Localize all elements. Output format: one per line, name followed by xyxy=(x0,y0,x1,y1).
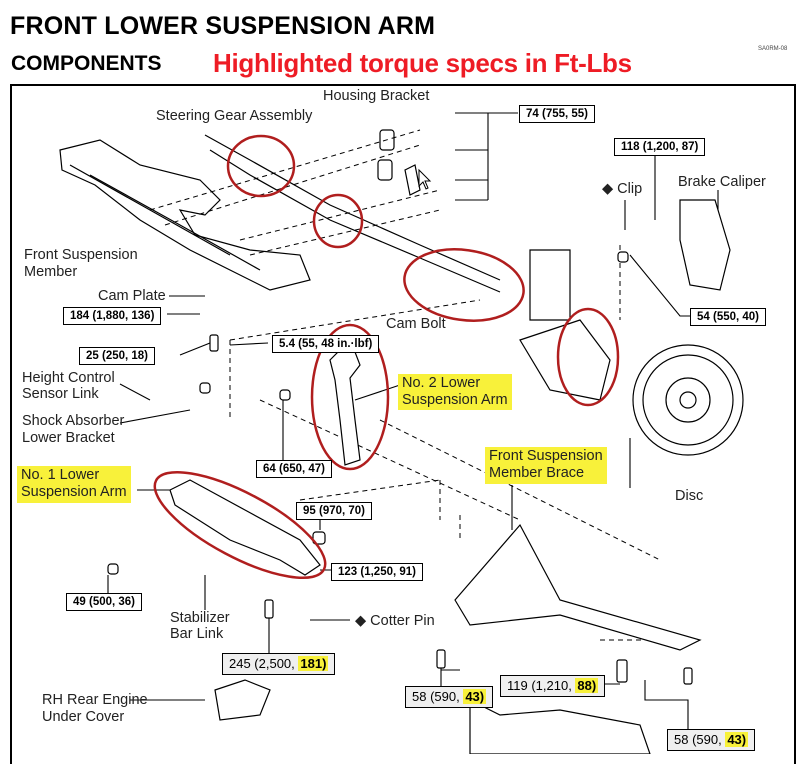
torque-spec-118: 118 (1,200, 87) xyxy=(614,138,706,156)
torque-spec-58-left-ftlbs: 43) xyxy=(463,689,487,704)
parts-drawing xyxy=(107,164,744,754)
label-shock-bracket-line1: Shock Absorber xyxy=(22,413,125,429)
label-front-suspension-member-line1: Front Suspension xyxy=(24,247,138,263)
leader-lines xyxy=(107,112,719,730)
label-member-brace: Front Suspension Member Brace xyxy=(485,447,607,484)
figure-code: SA0RM-08 xyxy=(758,46,788,52)
label-no1-lower-arm-line1: No. 1 Lower xyxy=(21,467,100,483)
torque-spec-58-right: 58 (590, 43) xyxy=(667,729,756,751)
circle-steering-mount xyxy=(312,193,364,249)
torque-spec-5-4: 5.4 (55, 48 in.·lbf) xyxy=(272,335,380,353)
red-callout-circles xyxy=(153,134,620,580)
torque-spec-119-ftlbs: 88) xyxy=(575,678,599,693)
torque-spec-245: 245 (2,500, 181) xyxy=(222,653,336,675)
label-steering-gear-assembly: Steering Gear Assembly xyxy=(156,108,313,124)
torque-spec-58-left-nm: 58 (590, xyxy=(412,689,464,704)
circle-ball-joint xyxy=(556,307,620,407)
label-stabilizer-line1: Stabilizer xyxy=(170,610,230,626)
label-cotter-pin: ◆ Cotter Pin xyxy=(355,613,435,629)
torque-spec-119-nm: 119 (1,210, xyxy=(507,678,576,693)
torque-spec-25: 25 (250, 18) xyxy=(79,347,156,365)
circle-steering-housing xyxy=(226,134,296,198)
torque-spec-49: 49 (500, 36) xyxy=(66,593,143,611)
torque-spec-54: 54 (550, 40) xyxy=(690,308,767,326)
torque-spec-64: 64 (650, 47) xyxy=(256,460,333,478)
torque-spec-58-left: 58 (590, 43) xyxy=(405,686,494,708)
page-title: FRONT LOWER SUSPENSION ARM xyxy=(10,12,436,40)
label-brake-caliper: Brake Caliper xyxy=(678,174,766,190)
torque-spec-58-right-ftlbs: 43) xyxy=(725,732,749,747)
suspension-member-drawing xyxy=(59,139,311,291)
highlight-note: Highlighted torque specs in Ft-Lbs xyxy=(213,48,632,78)
torque-spec-184: 184 (1,880, 136) xyxy=(63,307,162,325)
label-stabilizer-line2: Bar Link xyxy=(170,626,224,642)
label-member-brace-line2: Member Brace xyxy=(489,465,585,481)
torque-spec-123: 123 (1,250, 91) xyxy=(331,563,424,581)
torque-spec-245-ftlbs: 181) xyxy=(298,656,329,671)
circle-no1-arm xyxy=(153,470,327,580)
label-rh-cover-line1: RH Rear Engine xyxy=(42,692,148,708)
label-no1-lower-arm: No. 1 Lower Suspension Arm xyxy=(17,466,131,503)
torque-spec-119: 119 (1,210, 88) xyxy=(500,675,606,697)
label-no2-lower-arm-line1: No. 2 Lower xyxy=(402,375,481,391)
circle-no2-arm xyxy=(310,323,390,471)
dashed-leaders xyxy=(149,129,690,641)
label-disc: Disc xyxy=(675,488,704,504)
torque-spec-58-right-nm: 58 (590, xyxy=(674,732,726,747)
label-no2-lower-arm-line2: Suspension Arm xyxy=(402,392,508,408)
label-no1-lower-arm-line2: Suspension Arm xyxy=(21,484,127,500)
section-title: COMPONENTS xyxy=(11,52,162,75)
label-clip: ◆ Clip xyxy=(602,181,643,197)
torque-spec-245-nm: 245 (2,500, xyxy=(229,656,299,671)
diagram-frame xyxy=(10,84,796,764)
label-shock-bracket-line2: Lower Bracket xyxy=(22,430,115,446)
mouse-cursor-icon xyxy=(418,168,432,190)
label-cam-plate: Cam Plate xyxy=(98,288,166,304)
circle-tie-rod-end xyxy=(403,248,525,322)
label-height-control-line1: Height Control xyxy=(22,370,115,386)
label-member-brace-line1: Front Suspension xyxy=(489,448,603,464)
label-no2-lower-arm: No. 2 Lower Suspension Arm xyxy=(398,374,512,410)
label-rh-cover-line2: Under Cover xyxy=(42,709,125,725)
torque-spec-95: 95 (970, 70) xyxy=(296,502,373,520)
label-housing-bracket: Housing Bracket xyxy=(323,88,430,104)
label-height-control-line2: Sensor Link xyxy=(22,386,99,402)
torque-spec-74: 74 (755, 55) xyxy=(519,105,596,123)
label-front-suspension-member-line2: Member xyxy=(24,264,78,280)
label-cam-bolt: Cam Bolt xyxy=(386,316,446,332)
